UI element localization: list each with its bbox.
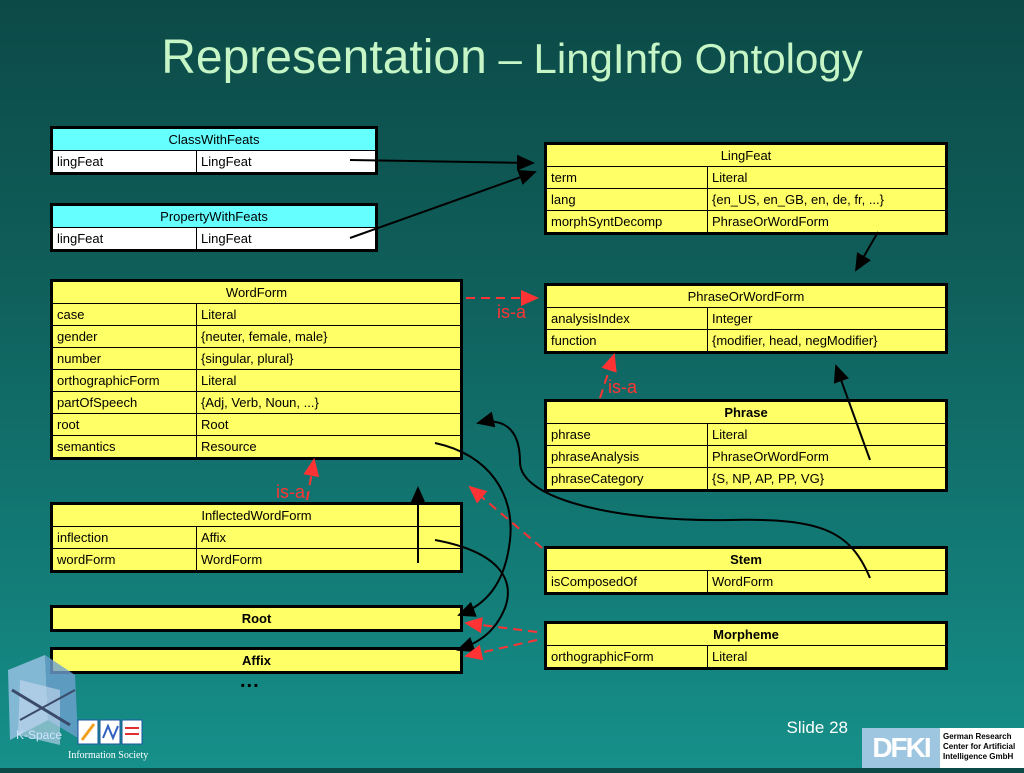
slide-number-value: 28 <box>829 718 848 737</box>
class-name: ClassWithFeats <box>52 128 376 151</box>
attribute-name: gender <box>52 325 197 348</box>
isa-label: is-a <box>497 302 527 322</box>
slide-label: Slide <box>786 718 825 737</box>
isa-label: is-a <box>608 377 638 397</box>
attribute-type: PhraseOrWordForm <box>707 210 946 233</box>
ist-text: Information Society <box>68 750 149 761</box>
kspace-text: K-Space <box>16 728 63 742</box>
arrow-stem-wordform <box>476 411 871 579</box>
attribute-type: {modifier, head, negModifier} <box>707 329 946 352</box>
kspace-cube-icon <box>8 655 143 745</box>
title-sub: LingInfo Ontology <box>533 35 863 82</box>
attribute-type: WordForm <box>196 548 461 571</box>
attribute-type: Resource <box>196 435 461 458</box>
attribute-name: function <box>546 329 708 352</box>
title-main: Representation <box>161 31 487 84</box>
attribute-name: lingFeat <box>52 227 197 250</box>
isa-morpheme-affix <box>464 639 538 661</box>
attribute-row: partOfSpeech{Adj, Verb, Noun, ...} <box>52 391 461 414</box>
attribute-name: number <box>52 347 197 370</box>
dfki-mark: DFKI <box>862 728 940 768</box>
isa-morpheme-root <box>464 617 538 633</box>
isa-stem-wordform <box>468 485 543 549</box>
dfki-text: German Research Center for Artificial In… <box>940 728 1024 768</box>
arrow-classwithfeats-lingfeat <box>349 154 535 171</box>
attribute-type: {S, NP, AP, PP, VG} <box>707 467 946 490</box>
class-affix: Affix <box>50 647 463 674</box>
arrow-propertywithfeats-lingfeat <box>349 169 537 239</box>
class-name: Root <box>52 607 461 630</box>
attribute-name: isComposedOf <box>546 570 708 593</box>
class-propertywithfeats: PropertyWithFeats lingFeat LingFeat <box>50 203 378 252</box>
arrow-semantics-root <box>434 442 512 617</box>
attribute-row: function{modifier, head, negModifier} <box>546 329 946 352</box>
attribute-row: lingFeat LingFeat <box>52 150 376 173</box>
arrow-inflection-affix <box>434 539 509 653</box>
attribute-type: WordForm <box>707 570 946 593</box>
attribute-row: lingFeat LingFeat <box>52 227 376 250</box>
attribute-type: {neuter, female, male} <box>196 325 461 348</box>
attribute-type: Literal <box>707 645 946 668</box>
attribute-type: LingFeat <box>196 227 376 250</box>
attribute-type: LingFeat <box>196 150 376 173</box>
isa-inflectedwordform-wordform <box>303 458 320 501</box>
attribute-name: lingFeat <box>52 150 197 173</box>
attribute-row: phraseCategory{S, NP, AP, PP, VG} <box>546 467 946 490</box>
arrow-phrase-phraseorwordform <box>833 364 871 461</box>
class-name: PropertyWithFeats <box>52 205 376 228</box>
attribute-name: morphSyntDecomp <box>546 210 708 233</box>
arrow-lingfeat-phraseorwordform <box>854 231 879 272</box>
attribute-row: lang{en_US, en_GB, en, de, fr, ...} <box>546 188 946 211</box>
class-name: Affix <box>52 649 461 672</box>
isa-phrase-phraseorwordform <box>599 353 617 399</box>
class-root: Root <box>50 605 463 632</box>
dfki-logo: DFKI German Research Center for Artifici… <box>862 728 1024 768</box>
attribute-name: semantics <box>52 435 197 458</box>
attribute-row: gender{neuter, female, male} <box>52 325 461 348</box>
slide-number: Slide 28 <box>787 718 848 738</box>
class-classwithfeats: ClassWithFeats lingFeat LingFeat <box>50 126 378 175</box>
slide-title: Representation – LingInfo Ontology <box>0 30 1024 85</box>
ellipsis: ... <box>240 670 260 692</box>
attribute-name: phraseCategory <box>546 467 708 490</box>
dfki-line: German Research <box>943 732 1012 741</box>
attribute-type: {en_US, en_GB, en, de, fr, ...} <box>707 188 946 211</box>
kspace-logo: K-Space Information Society <box>0 650 160 768</box>
attribute-name: orthographicForm <box>546 645 708 668</box>
dfki-line: Center for Artificial <box>943 742 1016 751</box>
title-dash: – <box>486 35 534 82</box>
dfki-line: Intelligence GmbH <box>943 752 1014 761</box>
attribute-name: phraseAnalysis <box>546 445 708 468</box>
isa-label: is-a <box>276 482 306 502</box>
